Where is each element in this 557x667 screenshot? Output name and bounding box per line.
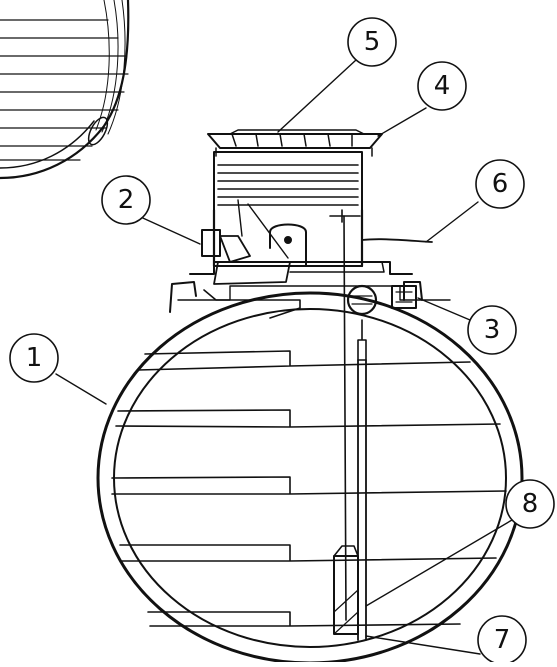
callout-label-2: 2	[118, 185, 135, 215]
riser-pipe	[357, 359, 367, 641]
tank-body	[96, 261, 524, 665]
callout-circle-1	[9, 333, 59, 383]
cable	[329, 209, 433, 621]
callout-circle-3	[467, 305, 517, 355]
callout-label-5: 5	[364, 27, 381, 57]
callout-circle-8	[505, 479, 555, 529]
callout-label-6: 6	[492, 169, 509, 199]
leader-lines	[55, 59, 513, 655]
callout-label-7: 7	[494, 625, 511, 655]
callout-circle-4	[417, 61, 467, 111]
outlet-fitting	[346, 284, 417, 316]
pump	[333, 545, 359, 635]
callout-label-8: 8	[522, 489, 539, 519]
riser	[212, 151, 364, 268]
callout-label-3: 3	[484, 315, 501, 345]
callout-circle-2	[101, 175, 151, 225]
callout-circle-5	[347, 17, 397, 67]
callout-circle-6	[475, 159, 525, 209]
lid	[207, 129, 383, 157]
callout-label-1: 1	[26, 343, 43, 373]
pump-housing	[269, 223, 385, 273]
float-switch	[357, 319, 367, 361]
tank-exterior-detail	[0, 0, 130, 180]
inlet-pipe	[201, 199, 291, 285]
callout-label-4: 4	[434, 71, 451, 101]
